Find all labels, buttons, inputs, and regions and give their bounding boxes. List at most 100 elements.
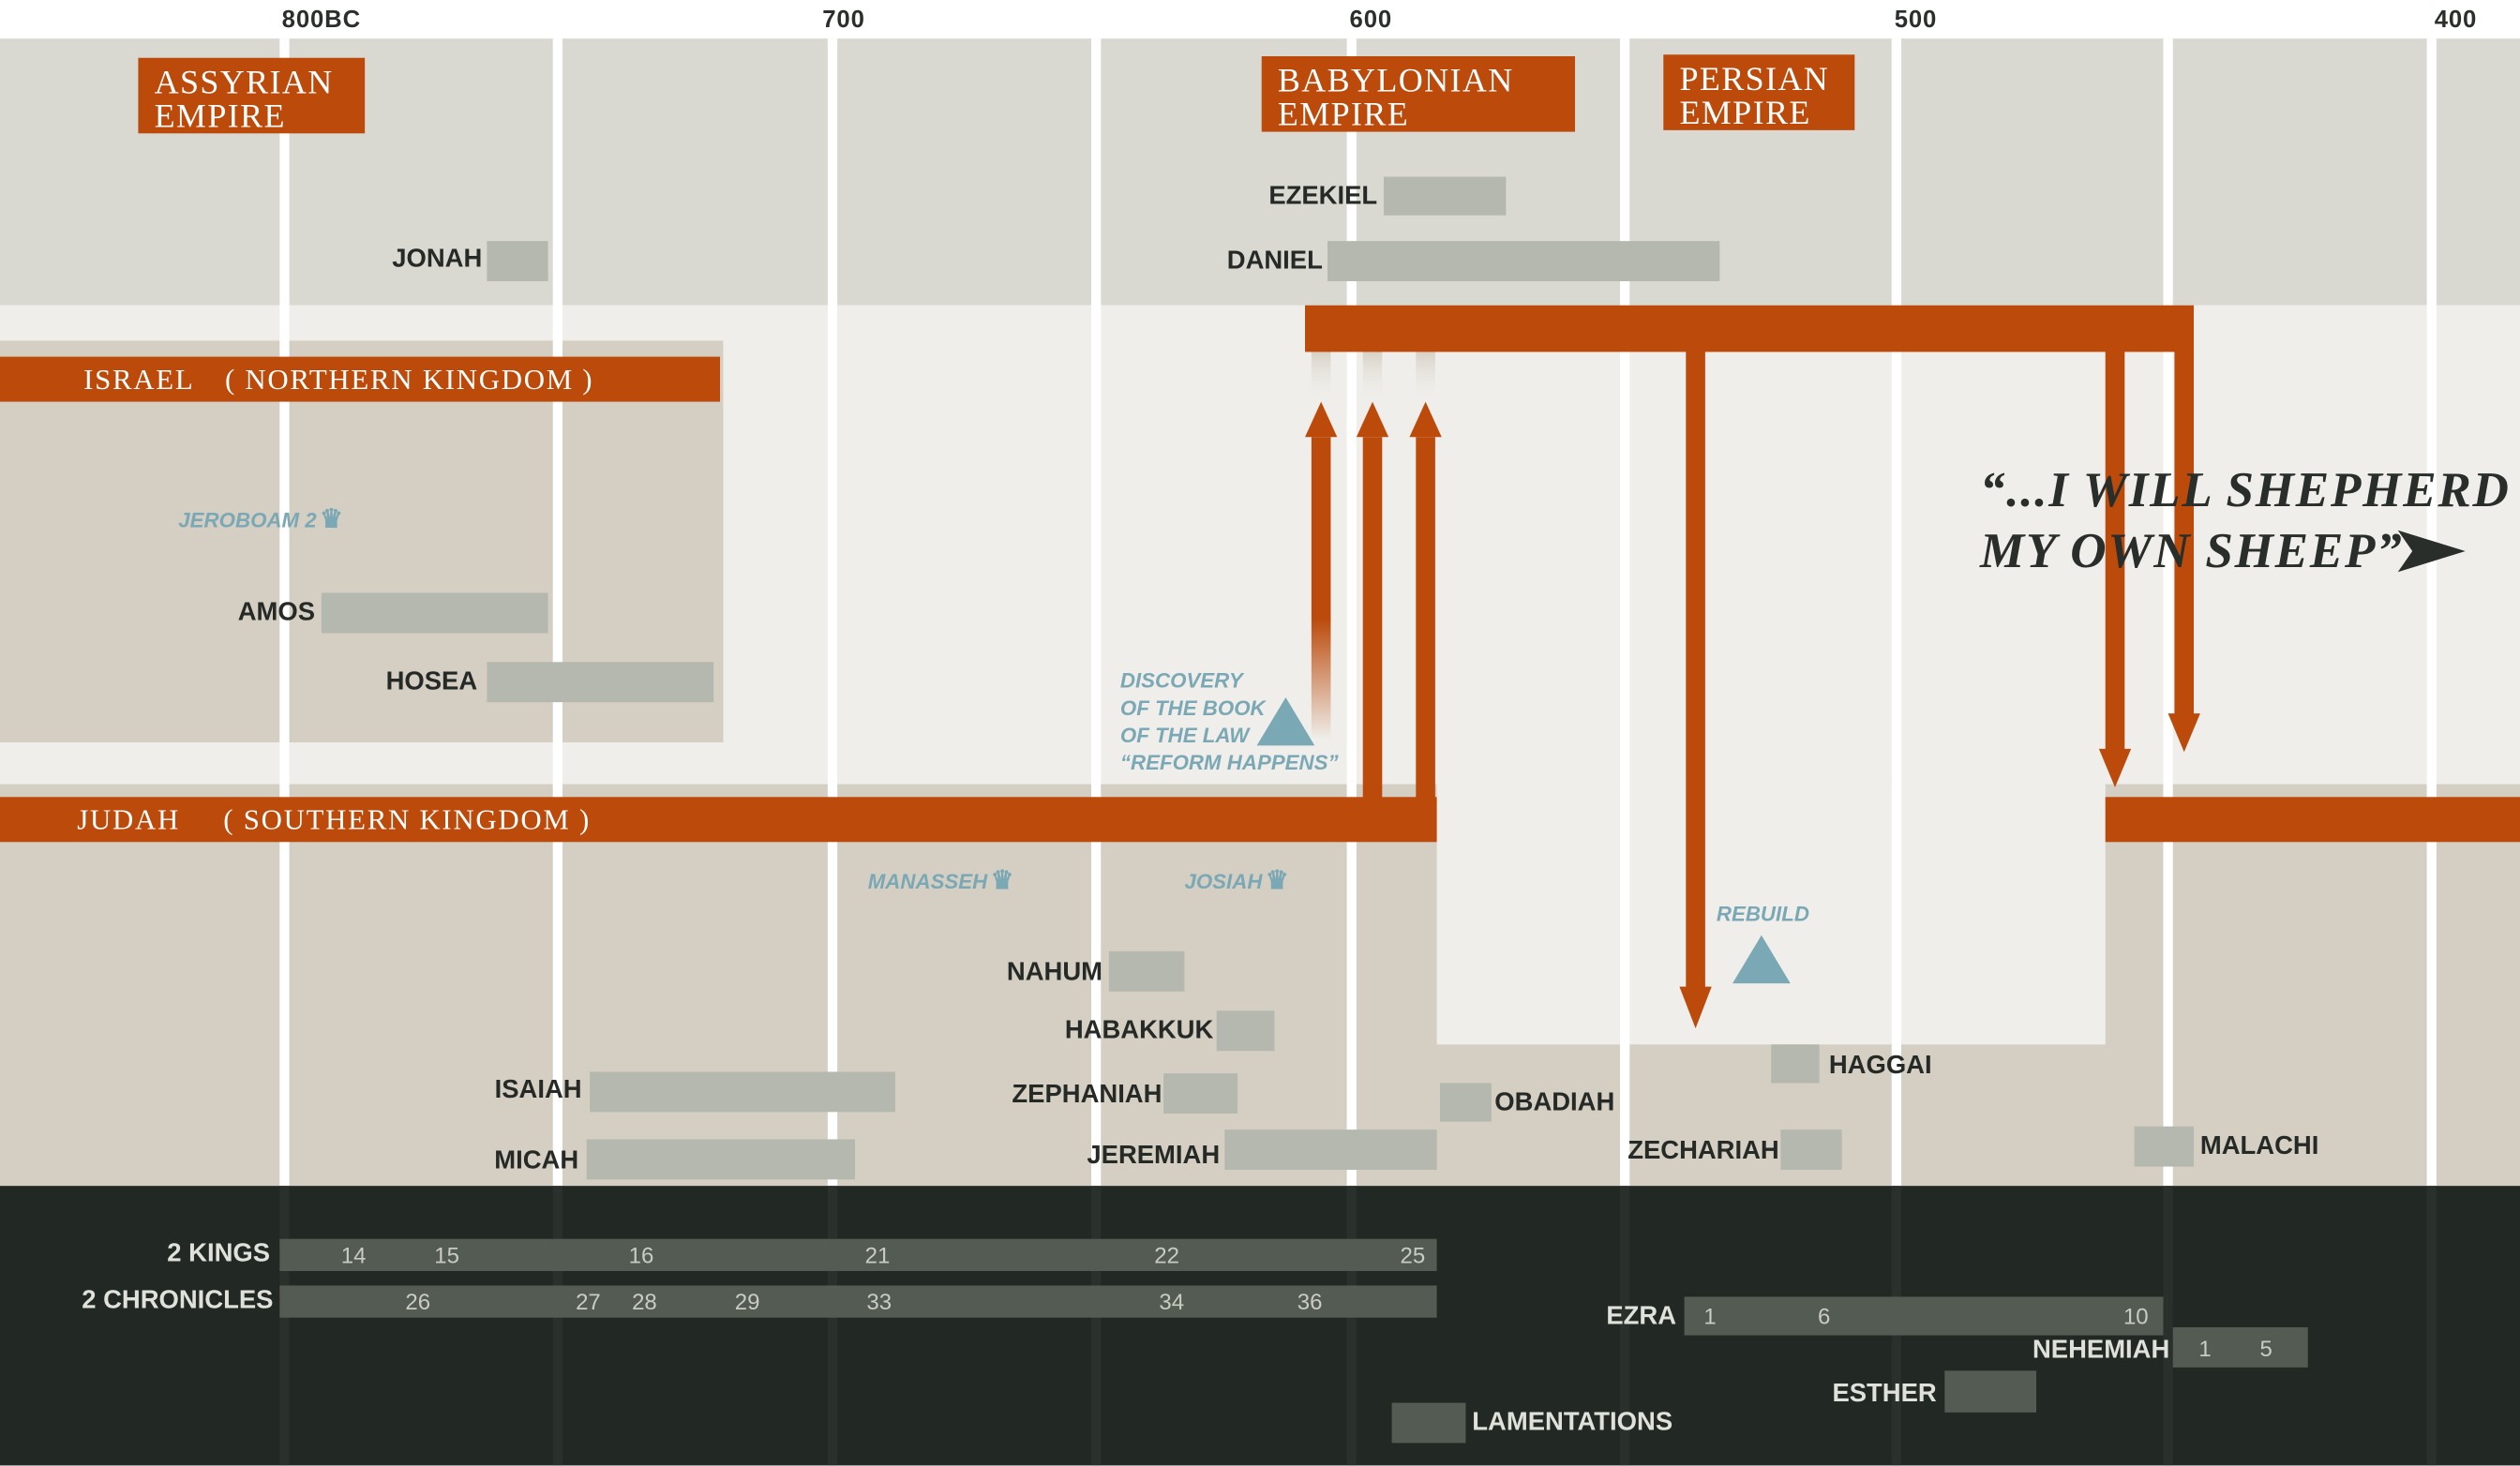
book-bar-2chronicles bbox=[279, 1285, 1437, 1318]
chapter-number: 29 bbox=[734, 1288, 760, 1315]
chapter-number: 1 bbox=[2198, 1335, 2212, 1362]
prophet-bar-isaiah bbox=[590, 1071, 895, 1113]
grid-line bbox=[2426, 38, 2437, 1187]
exile-arrow-shaft bbox=[1362, 437, 1383, 800]
prophet-label-isaiah: ISAIAH bbox=[494, 1076, 582, 1104]
king-name: JOSIAH bbox=[1184, 869, 1263, 894]
prophet-label-micah: MICAH bbox=[494, 1147, 579, 1175]
book-label-nehemiah: NEHEMIAH bbox=[2032, 1337, 2170, 1365]
judah-kingdom-sub: ( SOUTHERN KINGDOM ) bbox=[223, 803, 592, 836]
book-label-ezra: EZRA bbox=[1606, 1303, 1677, 1331]
judah-kingdom-bar-restored bbox=[2105, 797, 2520, 843]
israel-kingdom-bar bbox=[0, 356, 721, 402]
chapter-number: 10 bbox=[2122, 1303, 2149, 1329]
arrow-trail bbox=[1416, 350, 1435, 402]
prophet-bar-amos bbox=[321, 592, 548, 634]
empire-line: EMPIRE bbox=[1277, 95, 1410, 134]
rebuild-note: REBUILD bbox=[1716, 901, 1809, 926]
chapter-number: 16 bbox=[628, 1242, 654, 1268]
prophet-bar-haggai bbox=[1771, 1044, 1820, 1084]
prophet-bar-ezekiel bbox=[1384, 176, 1507, 216]
prophet-label-malachi: MALACHI bbox=[2199, 1132, 2319, 1160]
return-arrow-head bbox=[2168, 713, 2200, 753]
prophet-bar-zechariah bbox=[1780, 1129, 1842, 1171]
chapter-number: 28 bbox=[632, 1288, 657, 1315]
discovery-note: DISCOVERY OF THE BOOK OF THE LAW “REFORM… bbox=[1120, 666, 1339, 776]
quote-line: “...I WILL SHEPHERD bbox=[1980, 461, 2511, 518]
grid-line bbox=[1091, 38, 1102, 1187]
grid-line bbox=[552, 1186, 563, 1466]
crown-icon: ♛ bbox=[320, 506, 343, 534]
prophet-bar-nahum bbox=[1108, 950, 1185, 992]
empire-line: EMPIRE bbox=[1679, 93, 1811, 132]
persian-empire-label: PERSIAN EMPIRE bbox=[1663, 54, 1855, 132]
grid-line bbox=[2163, 38, 2173, 1187]
grid-line bbox=[827, 1186, 838, 1466]
prophet-label-zephaniah: ZEPHANIAH bbox=[1012, 1081, 1162, 1109]
note-line: DISCOVERY bbox=[1119, 668, 1243, 693]
book-bar-lamentations bbox=[1391, 1402, 1466, 1444]
year-label: 500 bbox=[1894, 6, 1938, 35]
book-bar-esther bbox=[1944, 1370, 2037, 1413]
prophet-bar-jonah bbox=[487, 241, 548, 282]
king-name: JEROBOAM 2 bbox=[178, 507, 317, 532]
book-label-2chronicles: 2 CHRONICLES bbox=[82, 1287, 274, 1315]
empire-line: PERSIAN bbox=[1679, 59, 1830, 98]
chapter-number: 22 bbox=[1154, 1242, 1179, 1268]
grid-line bbox=[552, 38, 563, 1187]
grid-line bbox=[1620, 1186, 1630, 1466]
discovery-triangle-icon bbox=[1256, 697, 1315, 746]
year-label: 600 bbox=[1349, 6, 1393, 35]
prophet-bar-malachi bbox=[2134, 1126, 2195, 1167]
chapter-number: 27 bbox=[576, 1288, 601, 1315]
captivity-bar bbox=[1305, 305, 2195, 352]
grid-line bbox=[1891, 38, 1902, 1187]
return-arrow-head bbox=[1679, 986, 1712, 1029]
quote-line: MY OWN SHEEP” bbox=[1980, 522, 2404, 579]
white-strip bbox=[0, 0, 2520, 39]
prophet-bar-daniel bbox=[1328, 241, 1720, 282]
king-josiah: JOSIAH♛ bbox=[1184, 864, 1288, 896]
year-label: 700 bbox=[822, 6, 865, 35]
grid-line bbox=[1091, 1186, 1102, 1466]
judah-kingdom-bar bbox=[0, 797, 1437, 843]
prophet-bar-zephaniah bbox=[1163, 1073, 1238, 1114]
grid-line bbox=[1346, 38, 1357, 1187]
chapter-number: 33 bbox=[866, 1288, 892, 1315]
arrow-trail bbox=[1362, 350, 1383, 402]
book-bar-nehemiah bbox=[2172, 1327, 2308, 1368]
king-manasseh: MANASSEH♛ bbox=[868, 864, 1014, 896]
empire-line: EMPIRE bbox=[154, 96, 286, 136]
top-band bbox=[0, 0, 2520, 306]
prophet-label-haggai: HAGGAI bbox=[1828, 1052, 1932, 1081]
return-arrow-shaft bbox=[2174, 350, 2195, 717]
chapter-number: 25 bbox=[1400, 1242, 1426, 1268]
chapter-number: 14 bbox=[340, 1242, 367, 1268]
chapter-number: 34 bbox=[1159, 1288, 1185, 1315]
exile-arrow-shaft bbox=[1416, 437, 1435, 800]
book-bar-ezra bbox=[1684, 1296, 2164, 1336]
grid-line bbox=[2426, 1186, 2437, 1466]
exile-arrow-head bbox=[1356, 401, 1389, 438]
book-label-lamentations: LAMENTATIONS bbox=[1472, 1409, 1673, 1437]
year-label: 800BC bbox=[281, 6, 362, 35]
grid-line bbox=[2163, 1186, 2173, 1466]
exile-region bbox=[1436, 784, 2106, 1045]
prophet-bar-obadiah bbox=[1440, 1083, 1492, 1122]
arrow-trail bbox=[1311, 350, 1331, 402]
prophet-label-obadiah: OBADIAH bbox=[1494, 1089, 1615, 1117]
king-name: MANASSEH bbox=[867, 869, 988, 894]
prophet-label-jeremiah: JEREMIAH bbox=[1087, 1142, 1221, 1171]
grid-line bbox=[1346, 1186, 1357, 1466]
exile-arrow-shaft bbox=[1311, 437, 1331, 740]
quote-arrow-icon bbox=[2397, 530, 2466, 573]
chapter-number: 15 bbox=[434, 1242, 459, 1268]
israel-kingdom-sub: ( NORTHERN KINGDOM ) bbox=[225, 363, 594, 396]
empire-line: BABYLONIAN bbox=[1277, 61, 1514, 100]
grid-line bbox=[279, 38, 290, 1187]
note-line: OF THE LAW bbox=[1119, 723, 1250, 748]
return-arrow-shaft bbox=[1686, 350, 1705, 991]
chapter-number: 26 bbox=[405, 1288, 431, 1315]
israel-kingdom-name: ISRAEL bbox=[83, 363, 195, 396]
